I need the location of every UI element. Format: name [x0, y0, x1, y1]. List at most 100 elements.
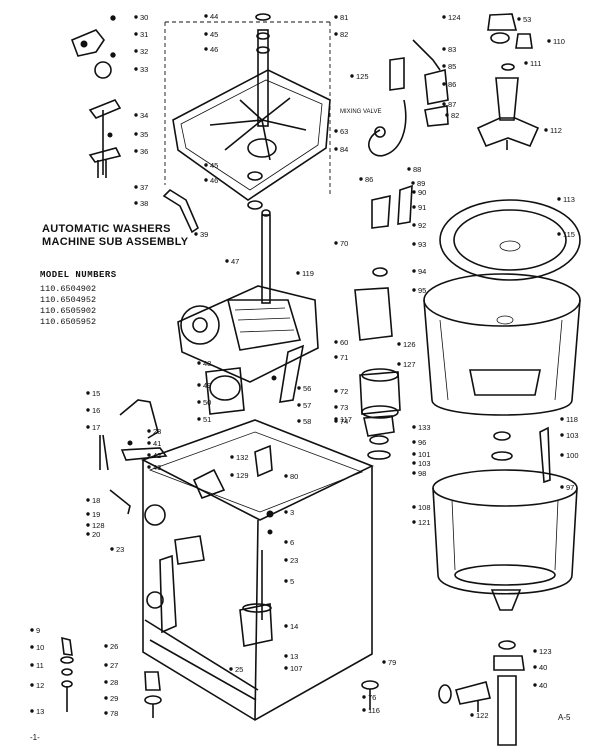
callout-leader-dot — [204, 14, 208, 18]
callout-part-41: 41 — [153, 439, 161, 448]
callout-part-81: 81 — [340, 13, 348, 22]
callout-leader-dot — [284, 654, 288, 658]
callout-part-84: 84 — [340, 145, 348, 154]
callout-leader-dot — [86, 532, 90, 536]
callout-leader-dot — [533, 683, 537, 687]
callout-part-113: 113 — [563, 195, 575, 204]
callout-part-58: 58 — [303, 417, 311, 426]
callout-part-80: 80 — [290, 472, 298, 481]
callout-leader-dot — [297, 403, 301, 407]
callout-leader-dot — [334, 405, 338, 409]
callout-leader-dot — [134, 113, 138, 117]
agitator-assembly — [476, 13, 540, 150]
callout-part-129: 129 — [236, 471, 249, 480]
callout-part-12: 12 — [36, 681, 44, 690]
callout-part-3: 3 — [290, 508, 294, 517]
callout-leader-dot — [230, 473, 234, 477]
callout-part-53: 53 — [523, 15, 531, 24]
callout-part-34: 34 — [140, 111, 148, 120]
callout-part-46: 46 — [210, 176, 218, 185]
callout-part-44: 44 — [210, 12, 218, 21]
callout-leader-dot — [204, 47, 208, 51]
callout-leader-dot — [362, 708, 366, 712]
callout-leader-dot — [470, 713, 474, 717]
callout-part-74: 74 — [340, 417, 348, 426]
callout-leader-dot — [412, 205, 416, 209]
callout-part-123: 123 — [539, 647, 552, 656]
callout-part-48: 48 — [203, 359, 211, 368]
callout-part-31: 31 — [140, 30, 148, 39]
callout-part-91: 91 — [418, 203, 426, 212]
callout-leader-dot — [204, 32, 208, 36]
callout-leader-dot — [30, 709, 34, 713]
callout-part-49: 49 — [203, 381, 211, 390]
callout-leader-dot — [104, 644, 108, 648]
callout-leader-dot — [134, 32, 138, 36]
callout-part-82: 82 — [340, 30, 348, 39]
callout-part-56: 56 — [303, 384, 311, 393]
callout-leader-dot — [442, 15, 446, 19]
callout-part-36: 36 — [140, 147, 148, 156]
lid-hinge-parts — [70, 15, 122, 178]
callout-part-115: 115 — [563, 230, 575, 239]
callout-part-6: 6 — [290, 538, 294, 547]
callout-leader-dot — [297, 419, 301, 423]
callout-leader-dot — [442, 102, 446, 106]
callout-leader-dot — [412, 242, 416, 246]
callout-leader-dot — [284, 579, 288, 583]
callout-leader-dot — [412, 440, 416, 444]
callout-part-57: 57 — [303, 401, 311, 410]
callout-leader-dot — [197, 400, 201, 404]
callout-leader-dot — [412, 520, 416, 524]
cabinet-leveling-legs — [60, 636, 379, 718]
callout-leader-dot — [412, 452, 416, 456]
callout-leader-dot — [407, 167, 411, 171]
callout-part-76: 76 — [368, 693, 376, 702]
callout-part-82: 82 — [451, 111, 459, 120]
callout-leader-dot — [547, 39, 551, 43]
callout-leader-dot — [197, 417, 201, 421]
callout-part-13: 13 — [290, 652, 298, 661]
drain-hose-parts — [438, 640, 525, 746]
callout-leader-dot — [204, 178, 208, 182]
callout-part-71: 71 — [340, 353, 348, 362]
callout-leader-dot — [560, 433, 564, 437]
callout-leader-dot — [197, 361, 201, 365]
callout-part-100: 100 — [566, 451, 579, 460]
callout-leader-dot — [147, 453, 151, 457]
callout-part-87: 87 — [448, 100, 456, 109]
callout-part-117: 117 — [340, 415, 352, 424]
callout-part-119: 119 — [302, 269, 314, 278]
callout-leader-dot — [134, 49, 138, 53]
washer-cabinet — [140, 419, 374, 721]
callout-leader-dot — [104, 711, 108, 715]
callout-part-90: 90 — [418, 188, 426, 197]
callout-part-14: 14 — [290, 622, 298, 631]
callout-part-122: 122 — [476, 711, 489, 720]
callout-leader-dot — [334, 417, 338, 421]
callout-leader-dot — [334, 355, 338, 359]
callout-leader-dot — [411, 181, 415, 185]
callout-leader-dot — [560, 453, 564, 457]
model-number-2: 110.6504952 — [40, 295, 96, 305]
page-label: A-5 — [558, 713, 571, 722]
outer-tub-cover — [164, 13, 331, 210]
callout-part-60: 60 — [340, 338, 348, 347]
callout-part-83: 83 — [448, 45, 456, 54]
callout-part-45: 45 — [210, 161, 218, 170]
callout-leader-dot — [86, 408, 90, 412]
callout-part-95: 95 — [418, 286, 426, 295]
callout-leader-dot — [284, 474, 288, 478]
callout-leader-dot — [297, 386, 301, 390]
callout-part-103: 103 — [566, 431, 579, 440]
callout-leader-dot — [134, 201, 138, 205]
callout-leader-dot — [412, 505, 416, 509]
callout-leader-dot — [334, 32, 338, 36]
callout-part-96: 96 — [418, 438, 426, 447]
callout-leader-dot — [350, 74, 354, 78]
callout-part-73: 73 — [340, 403, 348, 412]
callout-part-85: 85 — [448, 62, 456, 71]
callout-leader-dot — [104, 680, 108, 684]
part-number-callouts: 3031323334353637383944454645468182125638… — [30, 12, 579, 720]
callout-leader-dot — [134, 132, 138, 136]
